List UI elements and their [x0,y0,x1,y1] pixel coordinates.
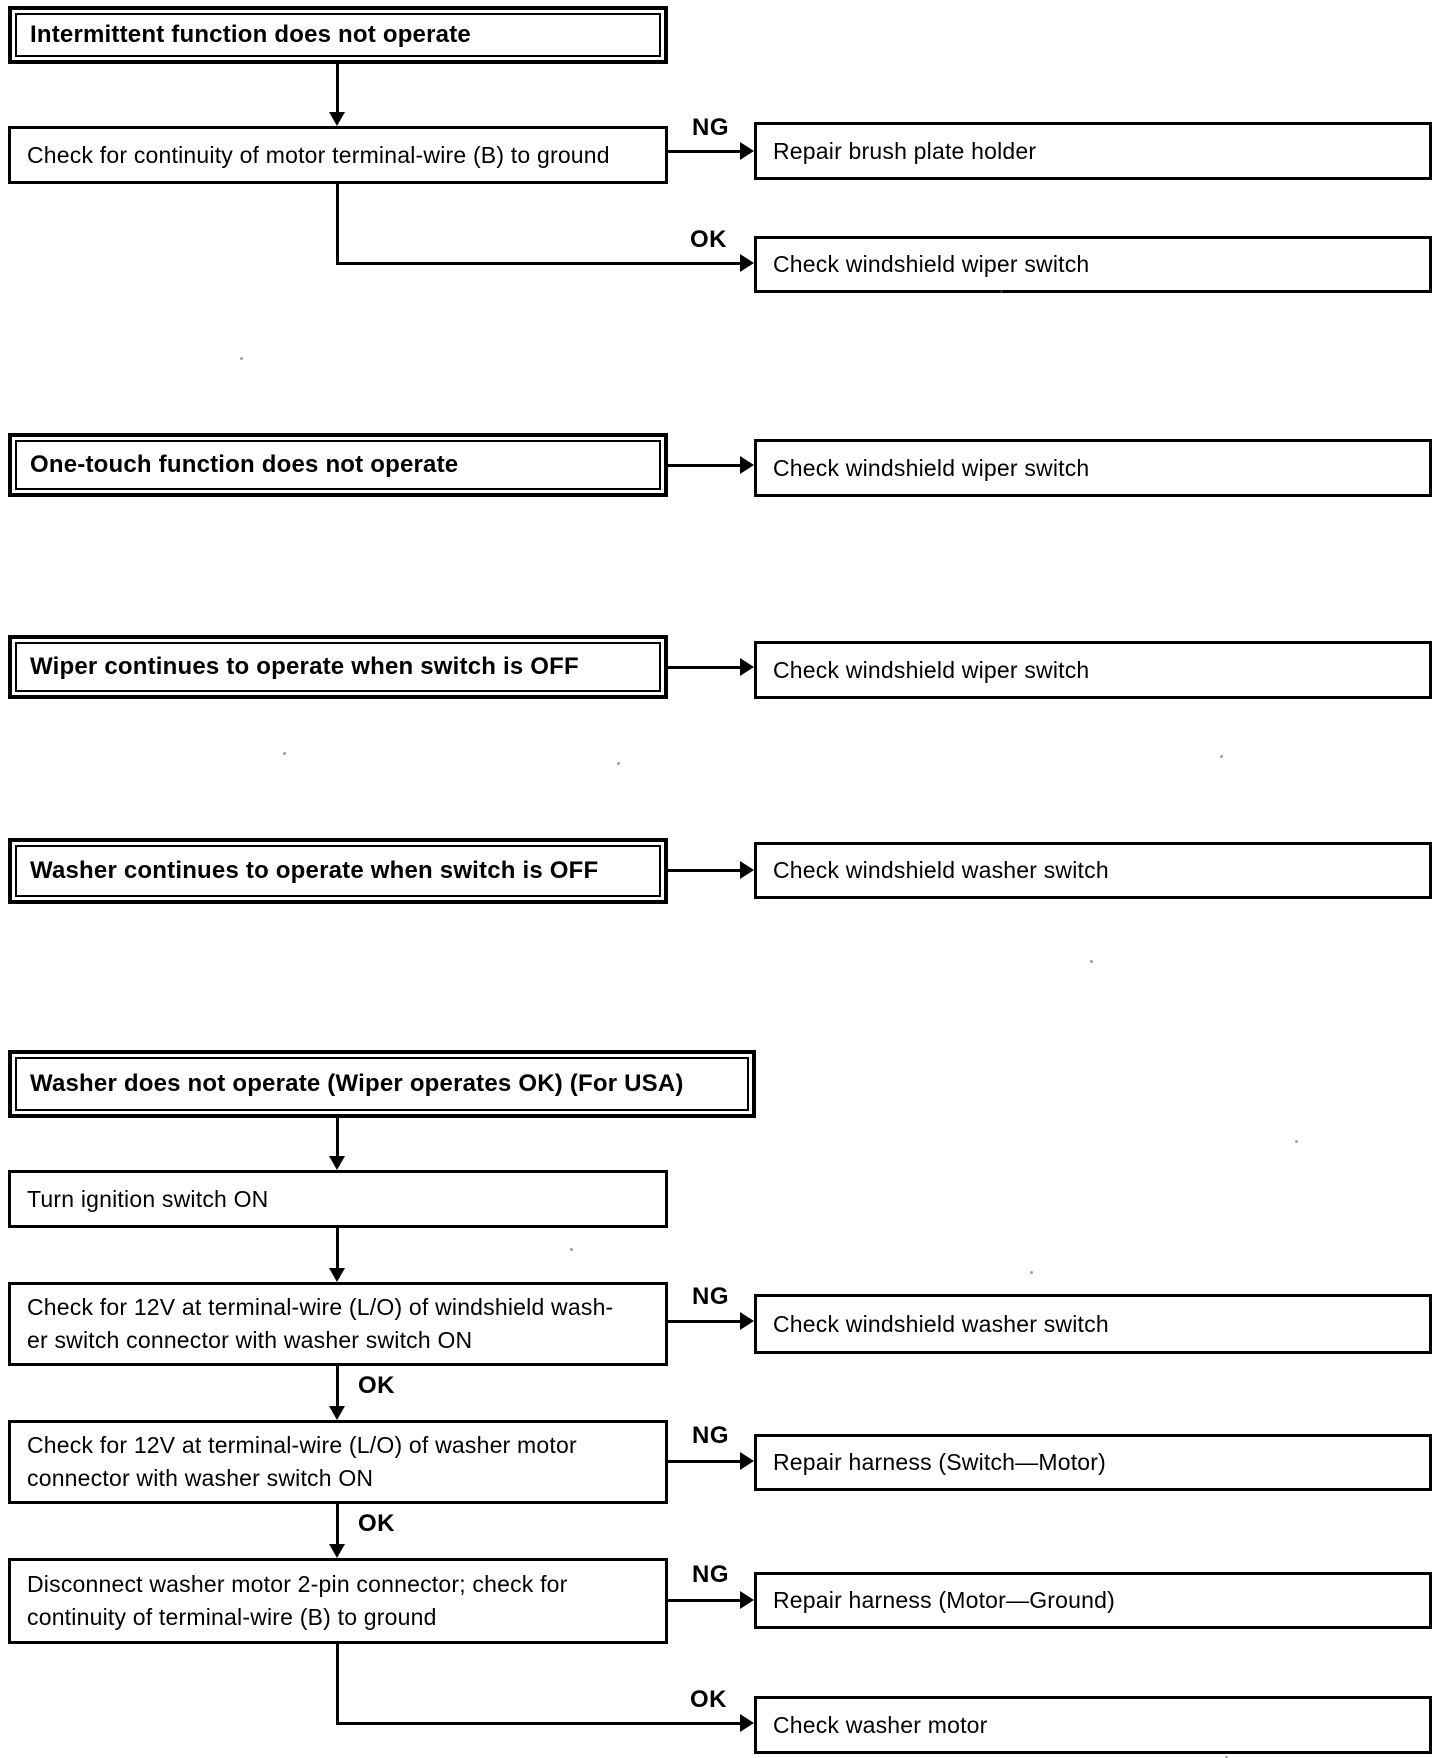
connector-line [668,869,740,872]
branch-label-ok: OK [690,226,727,253]
header-box-washer-not-operate: Washer does not operate (Wiper operates … [8,1050,756,1118]
connector-line-ng [668,1599,742,1602]
arrowhead-down [329,1156,345,1170]
result-box-check-washer-motor: Check washer motor [754,1696,1432,1754]
connector-line [336,1118,339,1158]
header-label: Wiper continues to operate when switch i… [15,642,661,692]
result-box-repair-harness-switch-motor: Repair harness (Switch—Motor) [754,1434,1432,1491]
scan-speckle [1000,290,1003,293]
branch-label-ok: OK [358,1510,395,1537]
header-box-intermittent: Intermittent function does not operate [8,6,668,64]
arrowhead-down [329,1406,345,1420]
scan-speckle [1220,755,1223,758]
connector-line [336,1228,339,1270]
step-box-ignition-on: Turn ignition switch ON [8,1170,668,1228]
connector-line-ng [668,1460,742,1463]
header-label: Intermittent function does not operate [15,13,661,57]
connector-line-ok [336,1644,339,1725]
scan-speckle [283,752,286,755]
step-box-disconnect-motor-connector: Disconnect washer motor 2-pin connector;… [8,1558,668,1644]
connector-line-ok [336,1366,339,1408]
arrowhead-right [740,1452,754,1470]
scan-speckle [617,762,620,765]
scan-speckle [1090,960,1093,963]
result-box-repair-brush-plate: Repair brush plate holder [754,122,1432,180]
result-box-check-wiper-switch: Check windshield wiper switch [754,236,1432,293]
scan-speckle [1030,1271,1033,1274]
header-label: Washer does not operate (Wiper operates … [15,1057,749,1111]
result-box-check-washer-switch: Check windshield washer switch [754,842,1432,899]
connector-line [668,464,740,467]
connector-line [668,666,740,669]
result-box-repair-harness-motor-ground: Repair harness (Motor—Ground) [754,1572,1432,1629]
connector-line-ok [336,184,339,265]
branch-label-ng: NG [692,1283,729,1310]
result-box-check-wiper-switch: Check windshield wiper switch [754,641,1432,699]
arrowhead-down [329,112,345,126]
connector-line-ok [336,1722,740,1725]
step-box-continuity-check: Check for continuity of motor terminal-w… [8,126,668,184]
connector-line-ok [336,1504,339,1546]
result-box-check-wiper-switch: Check windshield wiper switch [754,439,1432,497]
header-box-washer-continues: Washer continues to operate when switch … [8,838,668,904]
scan-speckle [240,357,243,360]
arrowhead-down [329,1544,345,1558]
scan-speckle [1225,1756,1228,1758]
branch-label-ng: NG [692,1561,729,1588]
arrowhead-right [740,1312,754,1330]
branch-label-ng: NG [692,1422,729,1449]
connector-line-ng [668,150,742,153]
result-box-check-washer-switch: Check windshield washer switch [754,1294,1432,1354]
header-label: One-touch function does not operate [15,440,661,490]
connector-line-ok [336,262,740,265]
header-box-wiper-continues: Wiper continues to operate when switch i… [8,635,668,699]
arrowhead-down [329,1268,345,1282]
branch-label-ok: OK [358,1372,395,1399]
header-box-one-touch: One-touch function does not operate [8,433,668,497]
step-box-12v-washer-motor: Check for 12V at terminal-wire (L/O) of … [8,1420,668,1504]
connector-line-ng [668,1320,742,1323]
branch-label-ng: NG [692,114,729,141]
arrowhead-right [740,1591,754,1609]
scan-speckle [570,1248,573,1251]
arrowhead-right [740,142,754,160]
arrowhead-right [740,1714,754,1732]
scan-speckle [1295,1140,1298,1143]
branch-label-ok: OK [690,1686,727,1713]
arrowhead-right [740,456,754,474]
arrowhead-right [740,861,754,879]
arrowhead-right [740,658,754,676]
step-box-12v-washer-switch: Check for 12V at terminal-wire (L/O) of … [8,1282,668,1366]
connector-line [336,64,339,114]
header-label: Washer continues to operate when switch … [15,845,661,897]
arrowhead-right [740,254,754,272]
